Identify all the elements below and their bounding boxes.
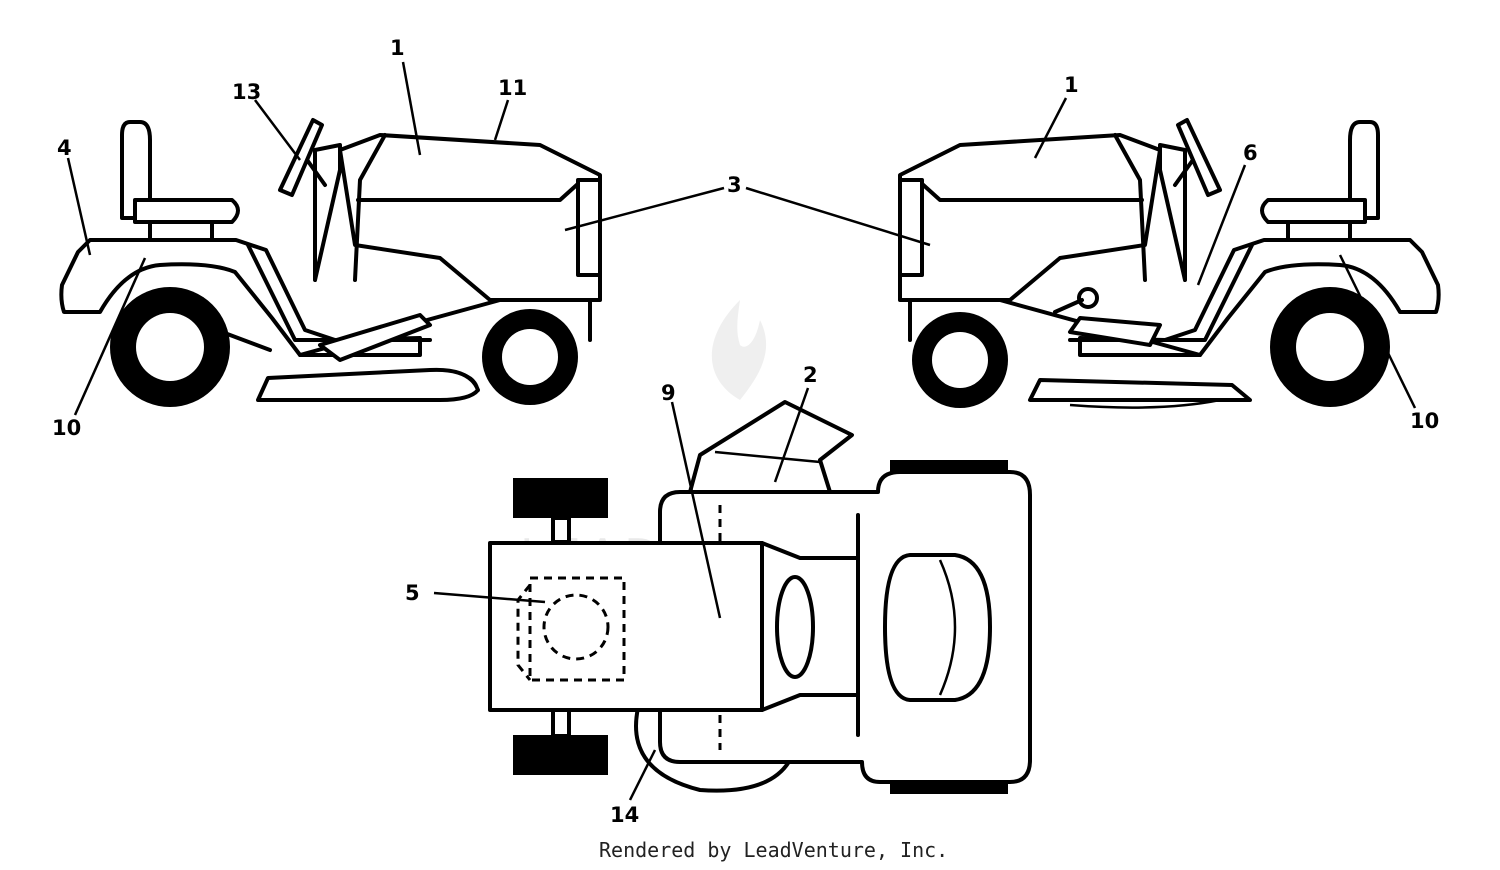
callout-11: 11 — [498, 76, 527, 100]
dash-column-left — [313, 143, 342, 282]
front-tire-top-lower — [513, 735, 608, 775]
footer-credit: Rendered by LeadVenture, Inc. — [599, 838, 948, 862]
deck-left — [256, 367, 480, 402]
callout-1-right: 1 — [1064, 73, 1079, 97]
seat-cushion-left — [133, 198, 240, 224]
callout-1-left: 1 — [390, 36, 405, 60]
callout-2: 2 — [803, 363, 818, 387]
callout-10-left: 10 — [52, 416, 81, 440]
callout-numbers: 1 11 13 4 10 3 1 6 10 2 9 5 14 — [52, 36, 1439, 827]
callout-10-right: 10 — [1410, 409, 1439, 433]
callout-14: 14 — [610, 803, 639, 827]
seat-support-left — [148, 220, 214, 242]
discharge-chute — [688, 400, 854, 494]
seat-top — [883, 553, 992, 702]
right-side-view-tractor — [898, 118, 1441, 409]
top-view-tractor — [488, 400, 1032, 794]
callout-5: 5 — [405, 581, 420, 605]
callout-6: 6 — [1243, 141, 1258, 165]
pedal-left — [318, 313, 432, 362]
callout-13: 13 — [232, 80, 261, 104]
steering-top — [775, 575, 815, 679]
grille-left — [576, 178, 602, 277]
hood-left — [338, 133, 602, 302]
front-tire-top-upper — [513, 478, 608, 518]
hood-top — [488, 541, 860, 712]
callout-4: 4 — [57, 136, 72, 160]
leader-lines — [66, 61, 1417, 801]
left-side-view-tractor — [59, 118, 602, 407]
steering-wheel-left — [278, 118, 324, 197]
engine-dashed-box — [528, 576, 626, 682]
callout-3: 3 — [727, 173, 742, 197]
callout-9: 9 — [661, 381, 676, 405]
